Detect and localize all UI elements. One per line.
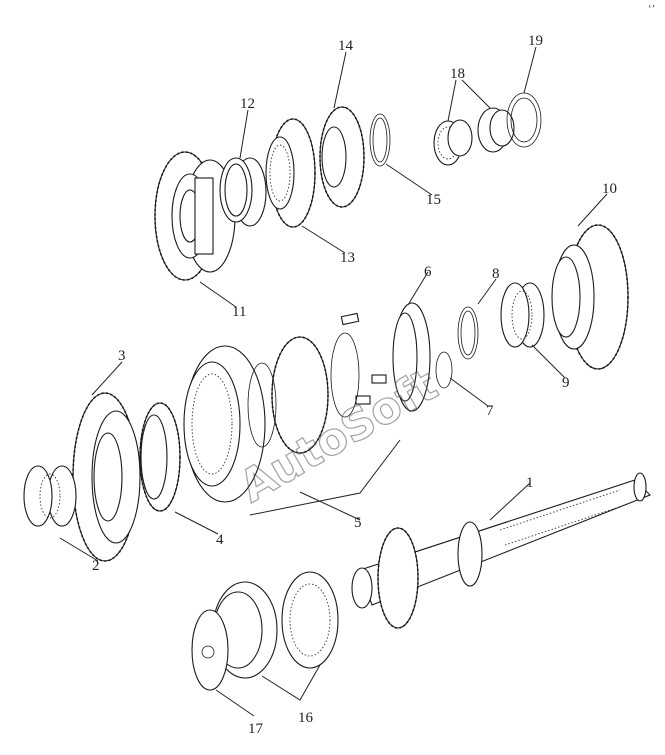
callout-4: 4	[216, 532, 224, 548]
part-13-gear	[265, 118, 316, 228]
part-2-bearing	[23, 465, 77, 527]
part-9-bearing	[500, 282, 545, 348]
callout-19: 19	[528, 33, 543, 49]
callout-16: 16	[298, 710, 314, 726]
callout-18: 18	[450, 66, 465, 82]
part-6-sync-ring	[340, 302, 431, 412]
callout-3: 3	[118, 348, 126, 364]
part-16-bearing	[212, 571, 339, 679]
part-7-spring	[435, 351, 453, 389]
callout-2: 2	[92, 558, 100, 574]
callout-14: 14	[338, 38, 354, 54]
callout-8: 8	[492, 266, 500, 282]
callout-6: 6	[424, 264, 432, 280]
part-3-gear	[72, 392, 141, 562]
callouts: 1 2 3 4 5 6 7 8 9 10 11 12 13 14 15 16 1…	[92, 33, 617, 737]
callout-10: 10	[602, 181, 617, 197]
part-1-shaft	[351, 472, 651, 629]
callout-12: 12	[240, 96, 255, 112]
callout-9: 9	[562, 375, 570, 391]
part-4-ring	[139, 402, 181, 512]
part-17-shim	[191, 609, 229, 691]
callout-1: 1	[526, 475, 534, 491]
part-8-ring	[457, 306, 479, 360]
callout-7: 7	[486, 403, 494, 419]
part-14-gear	[319, 106, 365, 208]
callout-5: 5	[354, 515, 362, 531]
part-18-bearing	[433, 107, 515, 166]
part-5-synchronizer	[183, 332, 360, 503]
part-12-sleeve	[219, 157, 267, 227]
callout-13: 13	[340, 250, 355, 266]
part-15-snap-ring	[369, 113, 391, 167]
leader-lines	[59, 46, 608, 717]
corner-mark: ‘’	[648, 3, 655, 15]
callout-11: 11	[232, 304, 246, 320]
callout-17: 17	[248, 721, 264, 737]
callout-15: 15	[426, 192, 441, 208]
part-10-gear	[551, 224, 629, 370]
